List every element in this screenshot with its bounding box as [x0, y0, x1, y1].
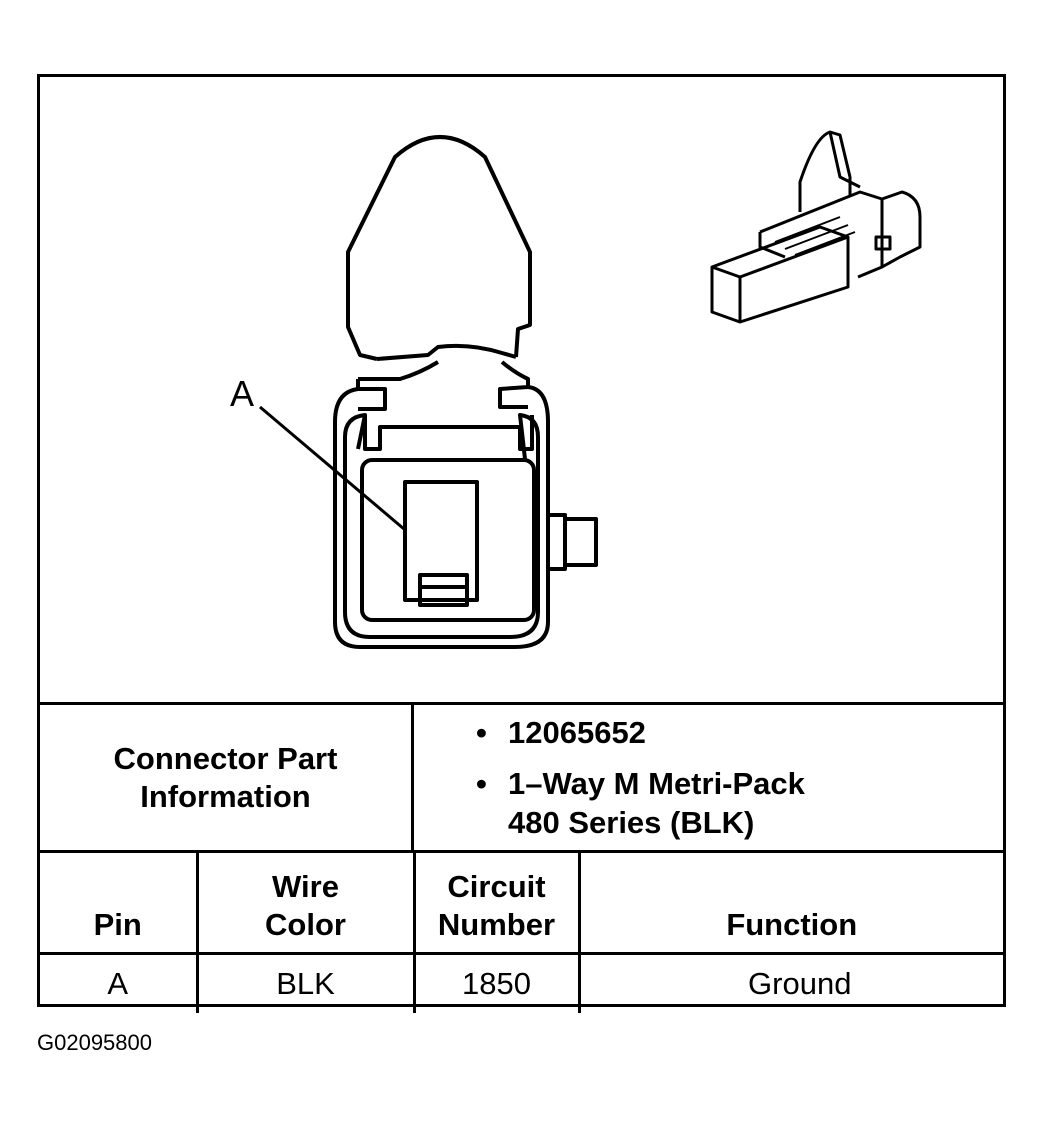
connector-side-peg — [548, 513, 598, 571]
terminal-slot — [403, 480, 479, 602]
cell-circuit: 1850 — [412, 952, 581, 1013]
bullet-icon: • — [476, 715, 487, 750]
connector-part-info-row: Connector Part Information • 12065652 • … — [40, 702, 1003, 850]
terminal-slot-inner — [418, 573, 469, 607]
cell-wire-color: BLK — [195, 952, 416, 1013]
connector-cap-outline — [346, 135, 532, 361]
cell-function: Ground — [577, 952, 1003, 1013]
connector-face — [360, 458, 536, 622]
callout-leader — [259, 405, 405, 531]
header-circuit-number: Circuit Number — [412, 850, 581, 955]
callout-label-a: A — [230, 373, 255, 414]
info-label-line2: Information — [140, 778, 311, 814]
connector-rail-left — [363, 415, 534, 451]
connector-cap-base — [376, 343, 517, 361]
header-pin: Pin — [40, 850, 199, 955]
connector-diagram: A — [40, 77, 1003, 702]
connector-drawing — [259, 130, 922, 649]
pin-table-header: Pin Wire Color Circuit Number Function — [40, 850, 1003, 955]
connector-body-outer — [333, 385, 550, 649]
header-function: Function — [577, 850, 1003, 955]
connector-frame: A Connector Part Information • 12065652 … — [37, 74, 1006, 1013]
part-number: 12065652 — [508, 715, 646, 750]
cell-pin: A — [40, 952, 199, 1013]
connector-part-info-label: Connector Part Information — [40, 705, 414, 850]
figure-id: G02095800 — [37, 1030, 152, 1055]
connector-type-line1: 1–Way M Metri-Pack — [508, 766, 805, 801]
connector-collar-left — [356, 379, 387, 411]
part-number-item: • 12065652 — [414, 713, 1003, 752]
bullet-icon: • — [476, 766, 487, 801]
header-wire-color: Wire Color — [195, 850, 416, 955]
connector-type-line2: 480 Series (BLK) — [508, 805, 755, 840]
pin-table: Pin Wire Color Circuit Number Function A… — [40, 850, 1003, 1013]
connector-type-item: • 1–Way M Metri-Pack 480 Series (BLK) — [414, 764, 1003, 842]
connector-part-info-list: • 12065652 • 1–Way M Metri-Pack 480 Seri… — [414, 705, 1003, 850]
connector-collar — [358, 360, 530, 409]
connector-iso-view — [710, 130, 922, 324]
info-label-line1: Connector Part — [113, 740, 338, 776]
table-row: A BLK 1850 Ground — [40, 952, 1003, 1013]
